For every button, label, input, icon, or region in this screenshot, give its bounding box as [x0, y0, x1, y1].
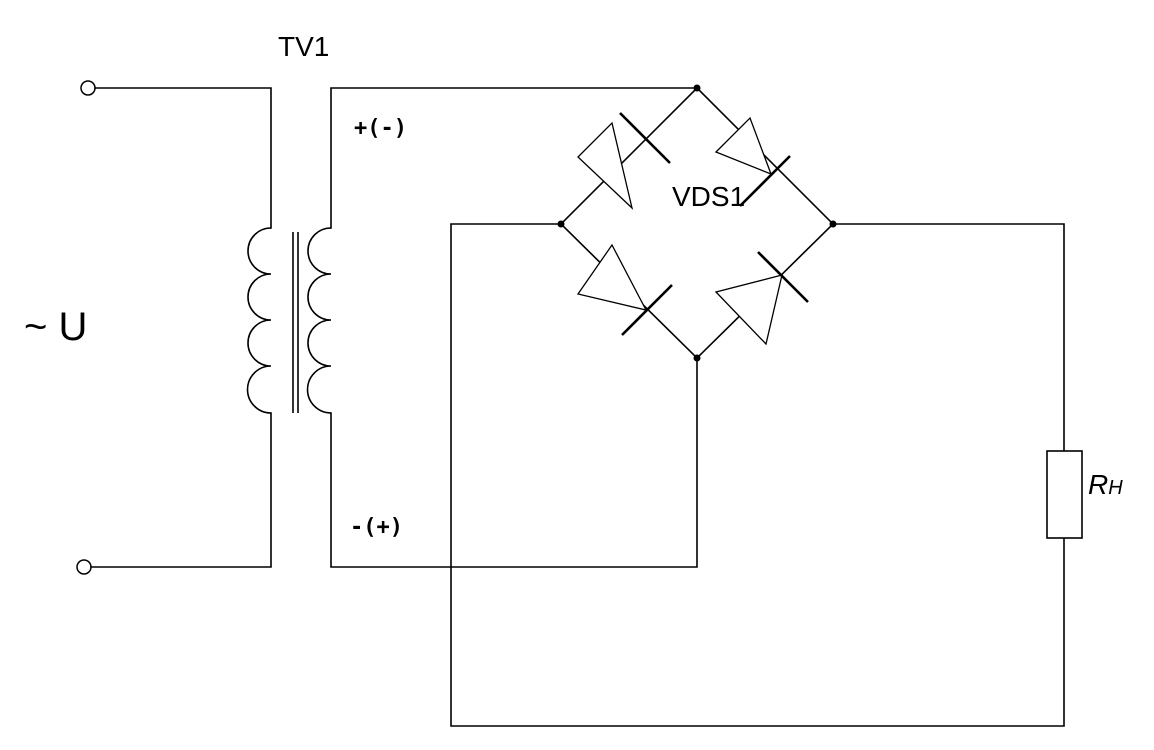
- load-label: RН: [1088, 469, 1123, 500]
- bridge-label: VDS1: [672, 181, 745, 212]
- node-top: [693, 84, 701, 92]
- secondary-wires: [330, 87, 698, 568]
- load-resistor: [1046, 450, 1083, 539]
- diode-top-left: [577, 112, 671, 210]
- diode-top-right: [714, 116, 791, 207]
- secondary-winding: [306, 227, 332, 414]
- source-label: ~ U: [24, 305, 87, 349]
- transformer-label: TV1: [278, 31, 329, 62]
- diode-bridge-vds1: [557, 84, 837, 362]
- input-terminal-top: [80, 80, 96, 96]
- output-wires: [450, 223, 1065, 727]
- top-polarity-label: +(-): [354, 116, 407, 141]
- input-terminal-bottom: [76, 559, 92, 575]
- diode-bottom-left: [576, 243, 673, 336]
- node-bottom: [693, 354, 701, 362]
- load-label-main: R: [1088, 469, 1108, 500]
- primary-winding: [246, 227, 272, 414]
- diode-bottom-right: [714, 251, 809, 346]
- node-left: [557, 220, 565, 228]
- bottom-polarity-label: -(+): [350, 515, 403, 540]
- primary-wires: [90, 87, 272, 568]
- load-label-sub: Н: [1108, 477, 1123, 499]
- transformer-tv1: [246, 227, 332, 414]
- node-right: [829, 220, 837, 228]
